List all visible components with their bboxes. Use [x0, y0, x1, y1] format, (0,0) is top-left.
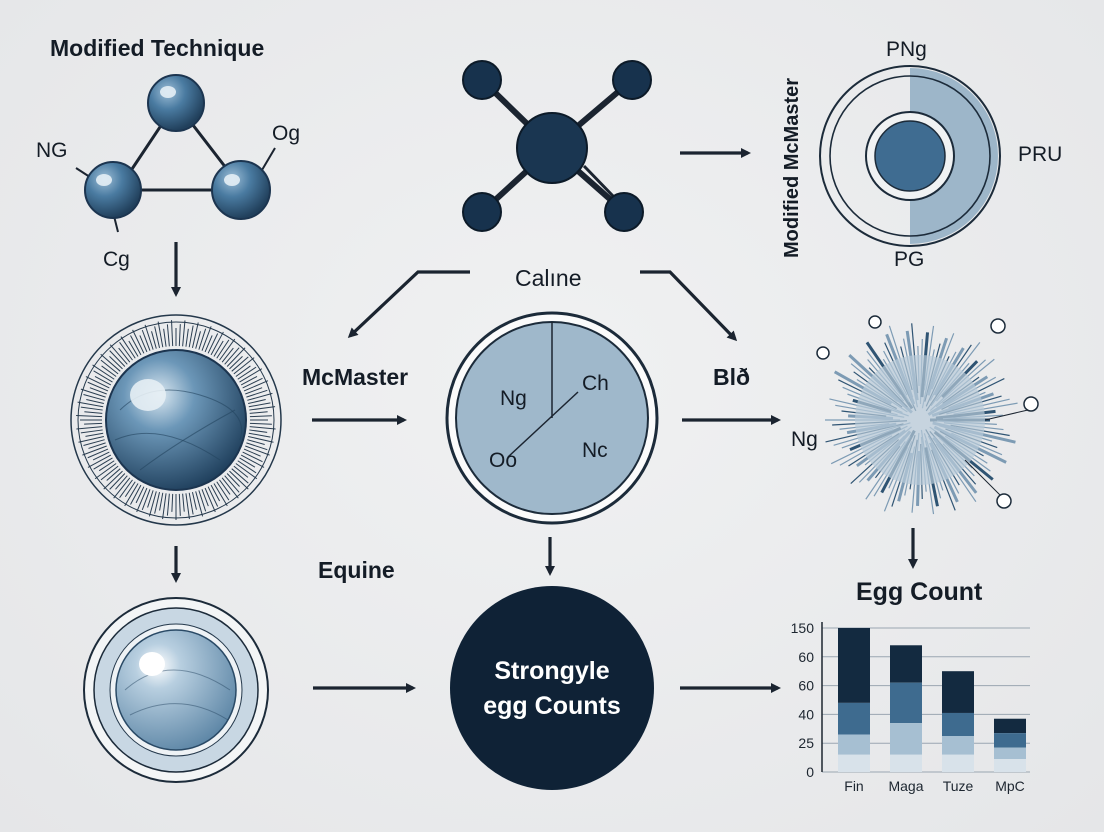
bar-segment-fin	[838, 734, 870, 755]
x-category-label: Fin	[844, 778, 863, 794]
y-tick-label: 0	[806, 764, 814, 780]
strongyle-egg-counts-node	[450, 586, 654, 790]
bar-segment-tuze	[942, 671, 974, 713]
bar-segment-fin	[838, 628, 870, 703]
y-tick-label: 40	[798, 706, 814, 722]
bar-segment-tuze	[942, 712, 974, 736]
bar-segment-mpc	[994, 718, 1026, 734]
bar-segment-maga	[890, 754, 922, 772]
equine-label: Equine	[318, 557, 395, 583]
x-category-label: Tuze	[943, 778, 974, 794]
pg-label: PG	[894, 248, 924, 271]
triangle-molecule-icon	[75, 74, 276, 233]
nc-quadrant-label: Nc	[582, 439, 608, 462]
bar-segment-fin	[838, 754, 870, 772]
equine-egg-icon	[83, 597, 269, 783]
bar-segment-maga	[890, 645, 922, 683]
x-category-label: Maga	[888, 778, 923, 794]
cross-molecule-icon	[462, 60, 652, 232]
y-tick-label: 60	[798, 678, 814, 694]
oo-quadrant-label: Oo	[489, 449, 517, 472]
bar-segment-maga	[890, 723, 922, 755]
modified-technique-label: Modified Technique	[50, 35, 264, 61]
caline-label: Calıne	[515, 265, 581, 291]
bar-segment-tuze	[942, 754, 974, 772]
strongyle-egg-icon	[70, 314, 282, 526]
egg-counts-label: egg Counts	[483, 692, 621, 720]
ng-burst-label: Ng	[791, 428, 818, 451]
arrow-to-mcmaster	[347, 270, 470, 339]
pru-label: PRU	[1018, 143, 1062, 166]
ng-quadrant-label: Ng	[500, 387, 527, 410]
og-node-label: Og	[272, 122, 300, 145]
cg-node-label: Cg	[103, 248, 130, 271]
ch-quadrant-label: Ch	[582, 372, 609, 395]
x-category-label: MpC	[995, 778, 1025, 794]
bar-segment-maga	[890, 682, 922, 724]
bar-segment-fin	[838, 702, 870, 735]
bar-segment-mpc	[994, 747, 1026, 760]
y-tick-label: 25	[798, 735, 814, 751]
bar-segment-tuze	[942, 736, 974, 755]
counting-chamber-icon	[445, 311, 659, 525]
chart-title: Egg Count	[856, 578, 983, 606]
y-tick-label: 60	[798, 649, 814, 665]
blo-label: Blð	[713, 364, 750, 390]
ng-node-label: NG	[36, 139, 68, 162]
modified-mcmaster-label: Modified McMaster	[781, 78, 803, 258]
arrow-to-blo	[640, 270, 738, 342]
y-tick-label: 150	[791, 620, 815, 636]
png-label: PNg	[886, 38, 927, 61]
mcmaster-target-icon	[819, 65, 1001, 247]
bar-segment-mpc	[994, 733, 1026, 748]
bar-segment-mpc	[994, 759, 1026, 772]
strongyle-label: Strongyle	[494, 657, 609, 685]
mcmaster-label: McMaster	[302, 364, 408, 390]
starburst-icon	[816, 315, 1039, 515]
